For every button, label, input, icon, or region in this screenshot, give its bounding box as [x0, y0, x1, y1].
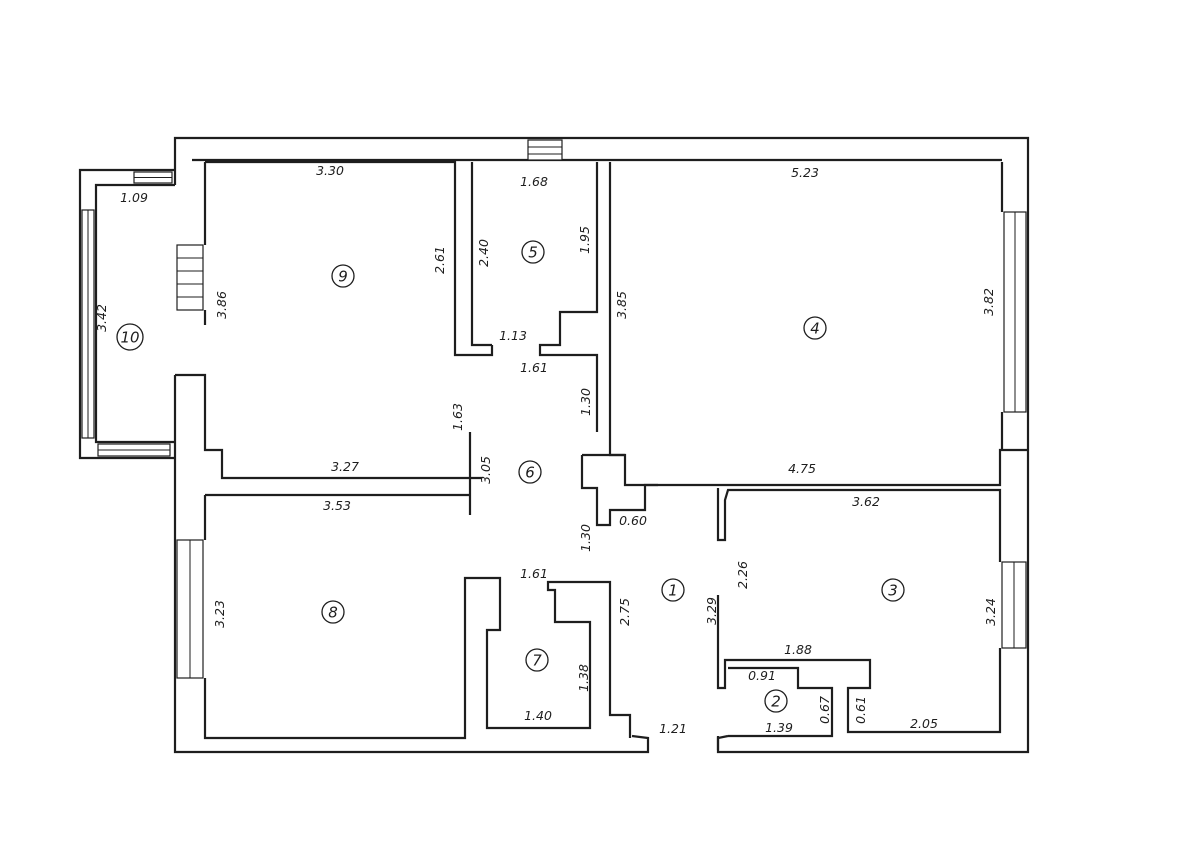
room-marker-6: 6	[518, 460, 542, 484]
dim-r3-bottom: 2.05	[910, 716, 938, 731]
dim-r6-side5: 1.30	[578, 524, 593, 552]
svg-text:5: 5	[528, 244, 538, 262]
dim-r8-left: 3.23	[212, 600, 227, 628]
room-10-balcony	[78, 168, 175, 460]
dim-r5-top: 1.68	[520, 174, 548, 189]
dim-r3-top: 3.62	[852, 494, 880, 509]
dim-r2-bottom: 1.39	[765, 720, 793, 735]
dim-r10-left: 3.42	[94, 304, 109, 332]
room-markers: 1 2 3 4 5 6 7 8	[116, 240, 905, 713]
room-4	[608, 162, 1028, 487]
dim-r6-side3: 3.05	[478, 456, 493, 484]
hall-walls	[205, 432, 658, 527]
outer-walls	[173, 136, 1030, 754]
svg-text:8: 8	[328, 604, 338, 622]
room-marker-7: 7	[525, 648, 549, 672]
svg-text:1: 1	[668, 582, 678, 600]
room-8	[176, 495, 598, 740]
dim-r4-top: 5.23	[791, 165, 819, 180]
dim-r1-bottom: 1.21	[659, 721, 687, 736]
dim-r5-bottom: 1.13	[499, 328, 527, 343]
svg-text:3: 3	[888, 582, 898, 600]
room-marker-3: 3	[881, 578, 905, 602]
svg-text:9: 9	[338, 268, 348, 286]
dim-r3-left1: 2.26	[735, 561, 750, 589]
dim-r1-side: 2.75	[617, 598, 632, 626]
svg-text:4: 4	[810, 320, 820, 338]
room-9	[175, 160, 494, 480]
dim-r6-side1: 1.30	[578, 388, 593, 416]
room-marker-1: 1	[661, 578, 685, 602]
svg-text:6: 6	[525, 464, 535, 482]
svg-text:10: 10	[120, 329, 139, 347]
dim-r6-side2: 1.63	[450, 403, 465, 431]
dim-r9-bottom: 3.27	[331, 459, 359, 474]
dim-r3-right: 3.24	[983, 598, 998, 626]
room-marker-10: 10	[116, 323, 144, 351]
room-7	[598, 580, 632, 738]
dim-r4-right: 3.82	[981, 288, 996, 316]
dim-r5-left: 2.40	[476, 239, 491, 267]
dim-r7-bottom: 1.40	[524, 708, 552, 723]
dim-r5-right: 1.95	[577, 226, 592, 254]
dim-r4-bottom: 4.75	[788, 461, 816, 476]
dim-r6-side4: 0.60	[619, 513, 647, 528]
room-marker-2: 2	[764, 689, 788, 713]
room-marker-8: 8	[321, 600, 345, 624]
dim-r7-top: 1.61	[520, 566, 548, 581]
dim-r4-left: 3.85	[614, 291, 629, 319]
dim-r2-left: 0.91	[748, 668, 776, 683]
dim-r3-inner: 0.61	[853, 696, 868, 724]
room-5-window	[527, 139, 563, 161]
dim-r9-right: 2.61	[432, 246, 447, 274]
dim-r2-top: 1.88	[784, 642, 812, 657]
svg-text:7: 7	[532, 652, 542, 670]
dim-r9-top: 3.30	[316, 163, 344, 178]
room-9-window	[176, 244, 204, 311]
room-marker-4: 4	[803, 316, 827, 340]
dim-r10-top: 1.09	[120, 190, 148, 205]
dim-r7-right: 1.38	[576, 664, 591, 692]
dim-r3-left2: 3.29	[704, 597, 719, 625]
dim-r2-right: 0.67	[817, 696, 832, 724]
room-2	[716, 666, 834, 750]
dim-r6-top: 1.61	[520, 360, 548, 375]
svg-text:2: 2	[771, 693, 781, 711]
room-marker-9: 9	[331, 264, 355, 288]
dim-r9-left: 3.86	[214, 291, 229, 319]
dim-r8-top: 3.53	[323, 498, 351, 513]
room-5	[470, 139, 599, 432]
room-marker-5: 5	[521, 240, 545, 264]
room-3	[716, 488, 1027, 734]
dimension-labels: 3.30 2.61 3.86 3.27 1.09 3.42 1.68 2.40 …	[94, 163, 998, 736]
